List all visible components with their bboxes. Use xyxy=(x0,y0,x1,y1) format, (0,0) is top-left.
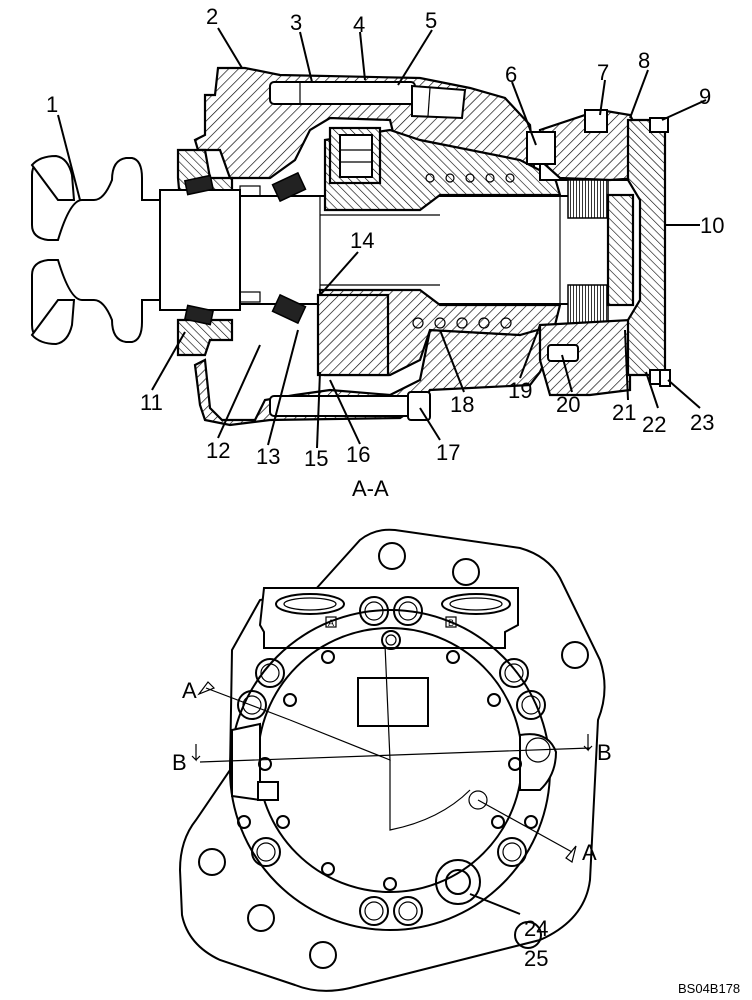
section-callouts: 1 2 3 4 5 6 7 8 9 10 11 12 13 14 15 16 1… xyxy=(46,4,724,471)
callout-16: 16 xyxy=(346,442,370,467)
small-bolts xyxy=(237,650,538,891)
callout-17: 17 xyxy=(436,440,460,465)
port-b-opening xyxy=(441,593,511,615)
front-bearing xyxy=(183,171,307,326)
port-a-opening xyxy=(275,593,345,615)
callout-7: 7 xyxy=(597,60,609,85)
section-title: A-A xyxy=(352,476,389,501)
manifold-bolts xyxy=(359,596,423,650)
port-a-label: A xyxy=(328,618,334,628)
callout-5: 5 xyxy=(425,8,437,33)
leader-lines xyxy=(57,27,707,449)
callout-19: 19 xyxy=(508,378,532,403)
callout-22: 22 xyxy=(642,412,666,437)
brake-disc-stack-lower xyxy=(567,284,609,326)
cylinder-block-upper xyxy=(323,128,562,212)
section-marker-b-left: B xyxy=(172,750,187,775)
section-marker-a-left: A xyxy=(182,678,197,703)
callout-4: 4 xyxy=(353,12,365,37)
flange-bolt-holes xyxy=(198,542,589,969)
front-view: A B xyxy=(172,528,612,992)
callout-15: 15 xyxy=(304,446,328,471)
callout-24: 24 xyxy=(524,916,548,941)
drive-sprocket xyxy=(31,157,163,343)
callout-18: 18 xyxy=(450,392,474,417)
section-marker-b-right: B xyxy=(597,740,612,765)
callout-12: 12 xyxy=(206,438,230,463)
callout-21: 21 xyxy=(612,400,636,425)
reference-code: BS04B178 xyxy=(678,981,740,996)
callout-23: 23 xyxy=(690,410,714,435)
callout-1: 1 xyxy=(46,92,58,117)
callout-9: 9 xyxy=(699,84,711,109)
section-view: 1 2 3 4 5 6 7 8 9 10 11 12 13 14 15 16 1… xyxy=(30,4,724,501)
cover-bolts xyxy=(237,658,546,926)
callout-14: 14 xyxy=(350,228,374,253)
section-markers: A B B A xyxy=(172,678,612,865)
end-cover xyxy=(626,118,667,377)
port-manifold xyxy=(258,587,519,649)
callout-2: 2 xyxy=(206,4,218,29)
section-marker-a-right: A xyxy=(582,840,597,865)
drain-plug xyxy=(435,859,481,905)
callout-8: 8 xyxy=(638,48,650,73)
callout-11: 11 xyxy=(140,390,163,415)
callout-20: 20 xyxy=(556,392,580,417)
callout-3: 3 xyxy=(290,10,302,35)
callout-6: 6 xyxy=(505,62,517,87)
callout-25: 25 xyxy=(524,946,548,971)
callout-13: 13 xyxy=(256,444,280,469)
brake-disc-stack-upper xyxy=(567,179,609,219)
callout-10: 10 xyxy=(700,213,724,238)
